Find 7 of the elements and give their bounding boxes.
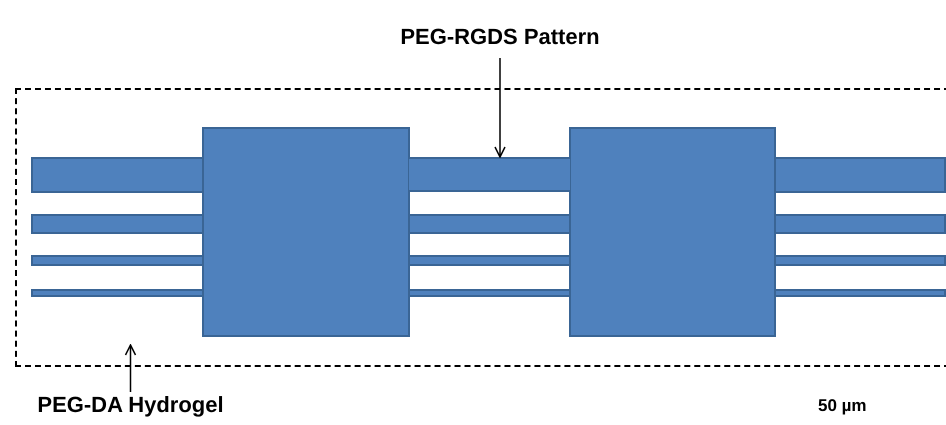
leader-arrow bbox=[494, 58, 506, 158]
callout-label: PEG-RGDS Pattern bbox=[395, 24, 605, 58]
leader-arrow bbox=[124, 344, 136, 392]
hydrogel-region bbox=[15, 88, 946, 367]
pattern-stripe bbox=[409, 157, 570, 192]
callout-label: PEG-DA Hydrogel bbox=[8, 392, 253, 425]
scale-label: 50 µm bbox=[818, 396, 867, 416]
